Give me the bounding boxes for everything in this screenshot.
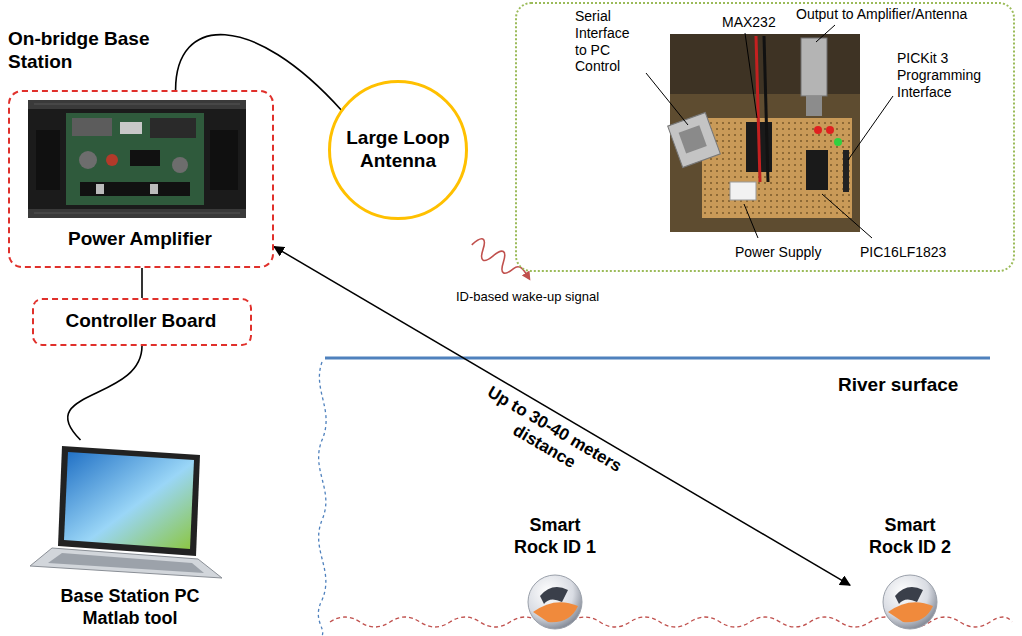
box-title: Controller Board bbox=[34, 310, 248, 333]
power-amplifier-picture-part bbox=[210, 130, 238, 190]
river-bank-line bbox=[318, 362, 326, 636]
controller-board-photo-part bbox=[826, 126, 834, 134]
power-amplifier-picture-part bbox=[80, 182, 190, 196]
laptop-picture-part bbox=[58, 446, 200, 556]
laptop-picture-part bbox=[64, 452, 194, 549]
wake-up-signal-wave-part bbox=[468, 235, 534, 285]
power-amplifier-picture-part bbox=[36, 130, 60, 190]
controller-board-photo-part bbox=[702, 118, 852, 218]
smart-rock-sphere-part bbox=[895, 587, 923, 604]
controller-board-photo-part bbox=[801, 38, 827, 96]
controller-board-photo-part bbox=[668, 112, 721, 167]
controller-board-photo-part bbox=[814, 126, 822, 134]
part-label: MAX232 bbox=[722, 14, 792, 31]
power-amplifier-picture-part bbox=[106, 154, 118, 166]
leader-lines-part bbox=[822, 194, 872, 238]
signal-label: ID-based wake-up signal bbox=[456, 289, 636, 305]
power-amplifier-picture-part bbox=[28, 100, 246, 109]
smart-rock-sphere-part bbox=[883, 575, 937, 629]
power-amplifier-picture-part bbox=[130, 150, 160, 166]
river-label: River surface bbox=[838, 374, 998, 397]
power-amplifier-picture-part bbox=[28, 209, 246, 218]
distance-arrow bbox=[274, 247, 850, 586]
controller-board-photo-part bbox=[834, 138, 842, 146]
part-label: PIC16LF1823 bbox=[860, 244, 970, 261]
power-amplifier-picture-part bbox=[28, 100, 246, 218]
smart-rock-sphere-part bbox=[540, 587, 568, 604]
box-title: Power Amplifier bbox=[10, 228, 270, 251]
laptop-picture-part bbox=[48, 553, 204, 573]
group-heading: On-bridge Base Station bbox=[8, 28, 163, 74]
leader-lines-part bbox=[744, 204, 758, 238]
river-surface-line bbox=[325, 357, 990, 360]
laptop-picture-part bbox=[30, 548, 222, 578]
smart-rock-sphere-part bbox=[888, 602, 933, 622]
power-amplifier-picture-part bbox=[79, 151, 97, 169]
smart-rock-sphere bbox=[883, 575, 937, 629]
power-amplifier-picture-part bbox=[150, 118, 196, 138]
controller-board-photo-part bbox=[679, 125, 707, 153]
antenna-title: Large Loop Antenna bbox=[343, 127, 453, 173]
laptop-caption: Base Station PC Matlab tool bbox=[30, 586, 230, 629]
controller-board-photo-part bbox=[843, 150, 849, 192]
distance-label: Up to 30-40 meters distance bbox=[456, 373, 640, 504]
controller-board-photo-part bbox=[764, 36, 768, 182]
leader-lines-part bbox=[848, 96, 893, 160]
rock-title: Smart Rock ID 2 bbox=[862, 515, 958, 558]
cable-line bbox=[176, 35, 342, 111]
power-amplifier-picture-part bbox=[66, 113, 204, 205]
antenna-loop bbox=[330, 82, 467, 219]
part-label: PICKit 3 Programming Interface bbox=[897, 50, 1002, 100]
power-amplifier-picture-part bbox=[172, 157, 188, 173]
controller-board-photo-part bbox=[806, 96, 822, 116]
leader-lines-part bbox=[646, 73, 688, 125]
photo-inset-box: Serial Interface to PC Control MAX232Outp… bbox=[515, 2, 1015, 272]
smart-rock-sphere-part bbox=[533, 602, 578, 622]
power-amplifier-picture-part bbox=[120, 122, 142, 134]
part-label: Output to Amplifier/Antenna bbox=[796, 6, 1006, 23]
part-label: Power Supply bbox=[735, 244, 835, 261]
controller-board-photo-part bbox=[806, 150, 828, 190]
power-amplifier-picture bbox=[28, 100, 246, 218]
controller-board-photo-part bbox=[756, 36, 760, 182]
power-amplifier-picture-part bbox=[96, 184, 104, 194]
wake-up-signal-wave bbox=[468, 235, 534, 285]
laptop-picture bbox=[30, 446, 222, 578]
smart-rock-node: Smart Rock ID 2 bbox=[850, 515, 970, 632]
part-label: Serial Interface to PC Control bbox=[575, 8, 641, 75]
smart-rock-node: Smart Rock ID 1 bbox=[495, 515, 615, 632]
leader-lines-part bbox=[816, 25, 835, 42]
smart-rock-sphere bbox=[528, 575, 582, 629]
laptop-node: Base Station PC Matlab tool bbox=[30, 440, 232, 632]
smart-rock-sphere-part bbox=[528, 575, 582, 629]
loop-antenna: Large Loop Antenna bbox=[328, 80, 468, 220]
cable-line bbox=[141, 268, 143, 298]
controller-box: Controller Board bbox=[32, 298, 252, 346]
controller-board-photo-part bbox=[730, 182, 756, 200]
power-amplifier-picture-part bbox=[72, 118, 112, 136]
rock-title: Smart Rock ID 1 bbox=[507, 515, 603, 558]
leader-lines bbox=[646, 25, 893, 238]
amplifier-box: Power Amplifier bbox=[8, 90, 274, 268]
cable-line bbox=[68, 346, 142, 440]
power-amplifier-picture-part bbox=[34, 213, 240, 214]
power-amplifier-picture-part bbox=[34, 104, 240, 105]
power-amplifier-picture-part bbox=[150, 184, 158, 194]
leader-lines-part bbox=[745, 33, 757, 118]
